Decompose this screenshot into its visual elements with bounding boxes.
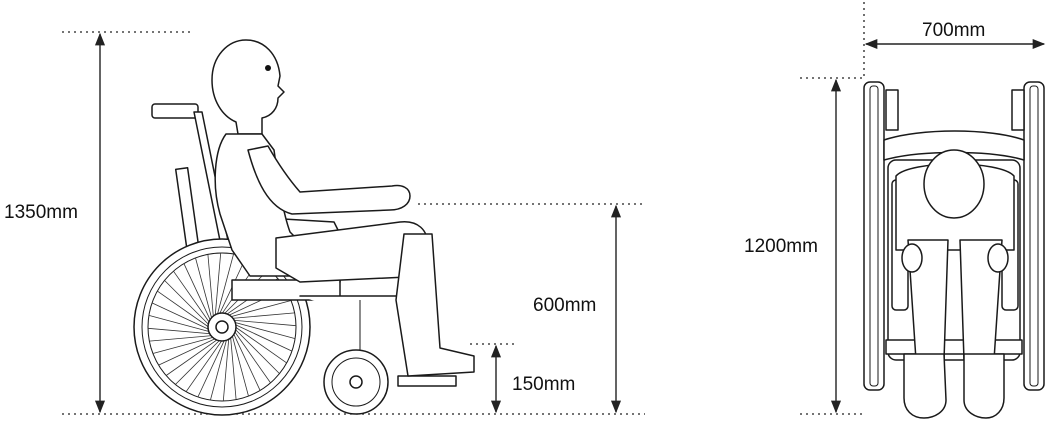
backrest-top	[883, 130, 1025, 161]
right-handle	[1011, 89, 1025, 131]
lower-leg	[395, 233, 475, 377]
person-top	[895, 149, 1015, 419]
left-wheel	[863, 81, 885, 391]
head	[211, 39, 285, 135]
right-foot	[963, 353, 1005, 419]
head-top	[923, 149, 985, 219]
push-handle	[151, 103, 199, 119]
width-label: 700mm	[922, 20, 985, 41]
left-foot	[903, 353, 947, 419]
thigh	[275, 221, 429, 283]
seated-person	[211, 39, 475, 377]
side-view: 1350mm 600mm 150mm	[4, 31, 645, 416]
footplate	[397, 375, 457, 387]
seat-height-label: 600mm	[533, 295, 596, 316]
length-label: 1200mm	[744, 236, 818, 257]
top-view: 700mm 1200mm	[744, 2, 1046, 419]
caster-wheel	[323, 349, 389, 415]
left-handle	[885, 89, 899, 131]
right-wheel	[1023, 81, 1045, 391]
left-hand	[901, 243, 923, 273]
footrest-height-label: 150mm	[512, 374, 575, 395]
eye	[265, 65, 271, 71]
right-hand	[987, 243, 1009, 273]
arm	[247, 145, 411, 215]
total-height-label: 1350mm	[4, 202, 78, 223]
footrest-bar	[885, 339, 1023, 355]
